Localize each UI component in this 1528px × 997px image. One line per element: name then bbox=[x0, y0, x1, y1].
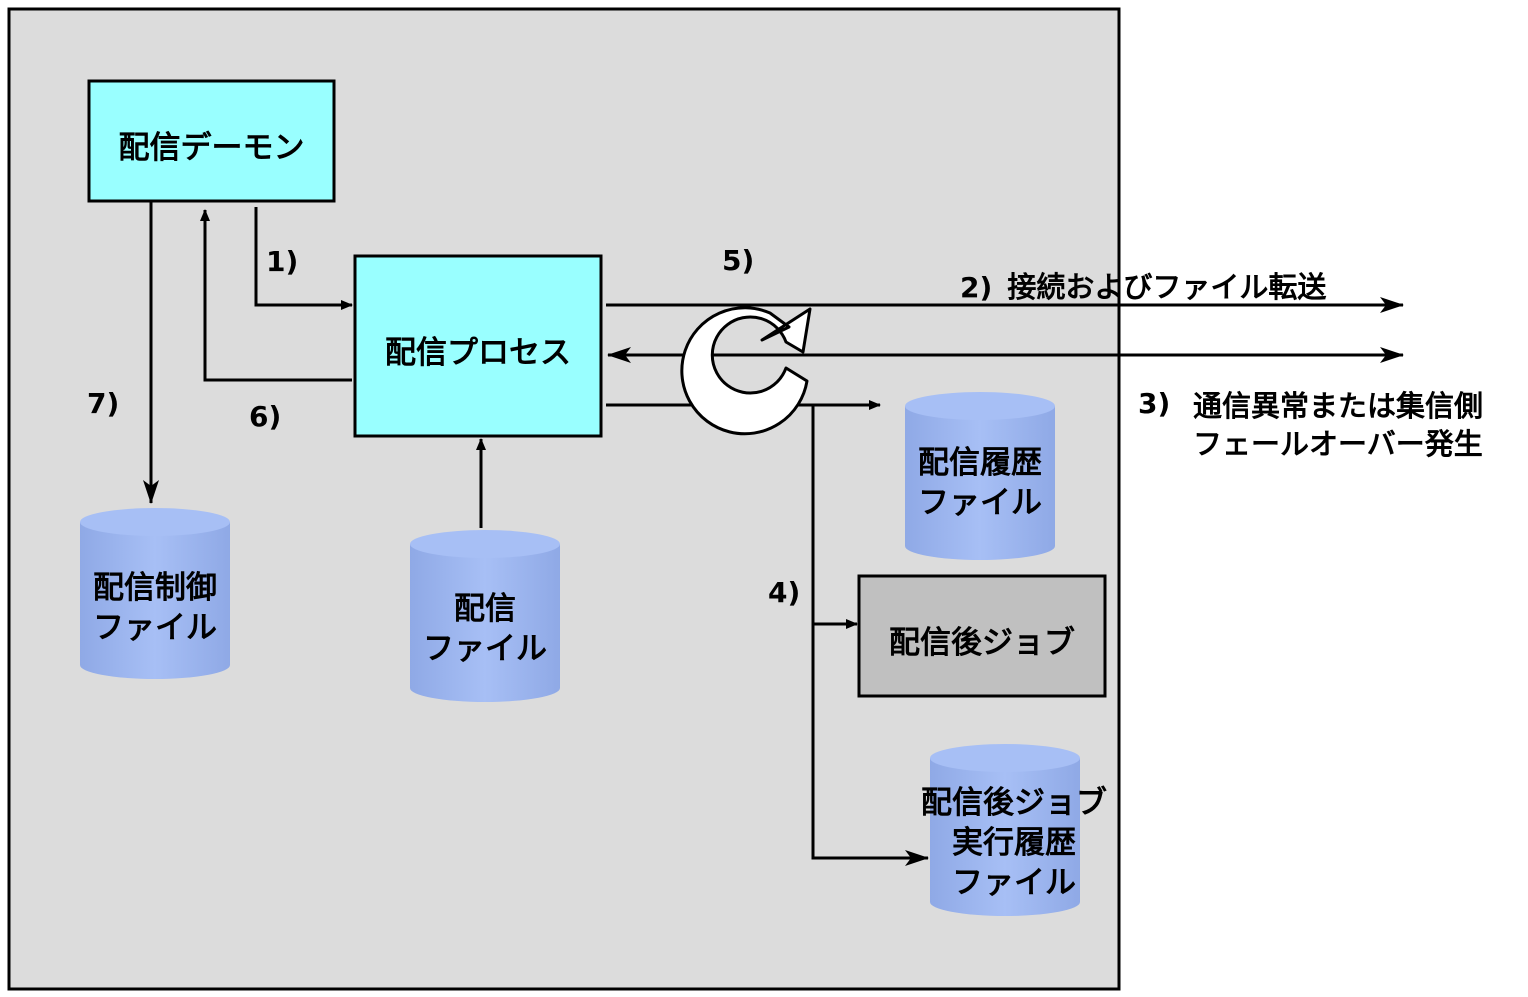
arrow-step4-trunk bbox=[811, 405, 929, 866]
delivery-file-line2: ファイル bbox=[423, 631, 547, 667]
transfer-text: 接続およびファイル転送 bbox=[1007, 270, 1327, 304]
control-file-label: 配信制御 ファイル bbox=[80, 568, 230, 648]
post-job-history-line1: 配信後ジョブ bbox=[921, 785, 1107, 821]
step3-label: 3) bbox=[1138, 387, 1171, 420]
control-file-cylinder bbox=[80, 508, 230, 679]
control-file-line1: 配信制御 bbox=[93, 570, 217, 606]
post-job-history-label: 配信後ジョブ 実行履歴 ファイル bbox=[912, 783, 1116, 903]
step2-label: 2) bbox=[960, 271, 993, 304]
delivery-file-cylinder bbox=[410, 530, 560, 702]
arrow-step6 bbox=[200, 209, 352, 382]
step7-label: 7) bbox=[87, 387, 120, 420]
error-text-line1: 通信異常または集信側 bbox=[1193, 389, 1484, 423]
error-label: 3) bbox=[1138, 387, 1170, 420]
daemon-box bbox=[87, 79, 336, 203]
step6-label: 6) bbox=[249, 400, 282, 433]
step5-label: 5) bbox=[722, 244, 755, 277]
process-box bbox=[353, 254, 603, 438]
daemon-label: 配信デーモン bbox=[118, 130, 305, 166]
process-label: 配信プロセス bbox=[385, 335, 571, 371]
post-job-history-cylinder bbox=[930, 744, 1080, 916]
post-job-label: 配信後ジョブ bbox=[889, 625, 1075, 661]
error-text: 通信異常または集信側 フェールオーバー発生 bbox=[1193, 387, 1483, 463]
delivery-file-label: 配信 ファイル bbox=[410, 589, 560, 669]
step1-label: 1) bbox=[266, 245, 299, 278]
post-job-box bbox=[857, 574, 1107, 698]
delivery-file-line1: 配信 bbox=[454, 591, 516, 627]
post-job-history-line2: 実行履歴 bbox=[952, 825, 1076, 861]
history-file-line1: 配信履歴 bbox=[918, 445, 1042, 481]
arrow-step1 bbox=[254, 207, 353, 310]
history-file-cylinder bbox=[905, 392, 1055, 560]
transfer-label: 2) 接続およびファイル転送 bbox=[960, 268, 1326, 306]
error-text-line2: フェールオーバー発生 bbox=[1193, 427, 1483, 461]
post-job-history-line3: ファイル bbox=[952, 865, 1076, 901]
retry-cycle-icon bbox=[680, 306, 812, 436]
history-file-line2: ファイル bbox=[918, 485, 1042, 521]
control-file-line2: ファイル bbox=[93, 610, 217, 646]
history-file-label: 配信履歴 ファイル bbox=[905, 443, 1055, 523]
step4-label: 4) bbox=[768, 576, 801, 609]
